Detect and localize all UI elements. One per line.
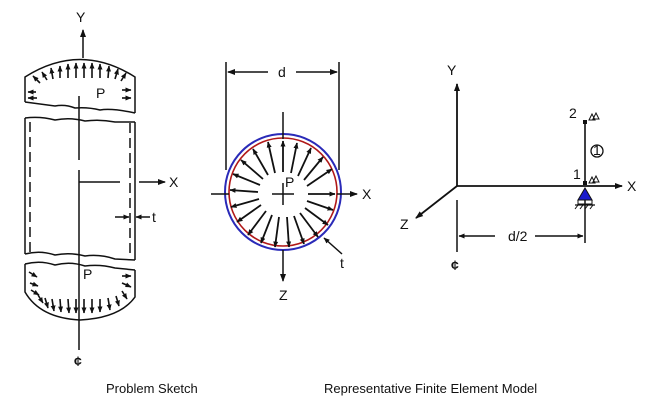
cross-thickness-label: t <box>340 255 344 271</box>
node-1-label: 1 <box>573 166 581 182</box>
cross-x-label: X <box>362 186 372 202</box>
node-2-constraint-icon <box>588 111 600 121</box>
side-x-label: X <box>169 174 179 190</box>
roller-base <box>577 199 593 205</box>
node-1-constraint-icon <box>588 174 600 184</box>
fe-x-label: X <box>627 178 637 194</box>
fe-model <box>415 83 623 252</box>
element-1-label: 1 <box>593 142 601 158</box>
side-view <box>24 29 166 350</box>
fe-centerline-symbol: ¢ <box>451 257 459 273</box>
fe-dimension-label: d/2 <box>508 228 528 244</box>
caption-fe-model: Representative Finite Element Model <box>324 381 537 396</box>
pin-support-icon <box>577 187 593 201</box>
bottom-cap-break <box>24 261 136 271</box>
side-y-label: Y <box>76 9 86 25</box>
cross-section <box>211 62 358 282</box>
top-cap-outline <box>24 58 136 113</box>
caption-problem-sketch: Problem Sketch <box>106 381 198 396</box>
node-1-marker <box>583 181 587 185</box>
top-pressure-arrows <box>27 62 132 101</box>
body-bottom-break <box>24 251 136 261</box>
body-top-break <box>24 116 135 123</box>
side-bottom-pressure-label: P <box>83 266 92 282</box>
cross-pressure-label: P <box>285 174 294 190</box>
node-2-marker <box>583 120 587 124</box>
bottom-cap-outline <box>24 264 136 321</box>
side-thickness-label: t <box>152 209 156 225</box>
side-top-pressure-label: P <box>96 85 105 101</box>
element-1-circle <box>590 144 604 158</box>
radial-pressure-arrows <box>229 140 336 248</box>
bottom-pressure-arrows <box>28 271 132 314</box>
ground-hatch <box>574 204 594 210</box>
top-cap-break <box>24 101 136 114</box>
fe-z-axis <box>415 185 458 219</box>
cross-z-label: Z <box>279 287 288 303</box>
node-2-label: 2 <box>569 105 577 121</box>
diameter-label: d <box>278 64 286 80</box>
thickness-arrow <box>323 237 343 255</box>
side-centerline-symbol: ¢ <box>74 353 82 369</box>
fe-z-label: Z <box>400 216 409 232</box>
fe-y-label: Y <box>447 62 457 78</box>
